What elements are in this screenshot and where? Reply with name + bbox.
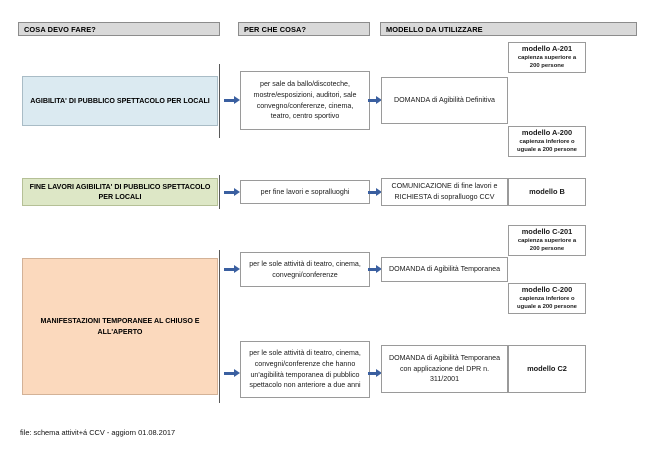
category-label: MANIFESTAZIONI TEMPORANEE AL CHIUSO E AL… (40, 317, 200, 336)
divider-row-3 (219, 250, 220, 403)
column-header-label: PER CHE COSA? (244, 24, 307, 34)
column-header-label: COSA DEVO FARE? (24, 24, 96, 34)
model-title: modello B (529, 187, 565, 197)
model-title: modello A-201 (521, 43, 573, 53)
column-header-modello-da-utilizzare: MODELLO DA UTILIZZARE (380, 22, 637, 36)
model-title: modello C-200 (521, 284, 573, 294)
model-box-b[interactable]: modello B (508, 178, 586, 206)
reason-box-row-3-branch-a[interactable]: per le sole attività di teatro, cinema, … (240, 252, 370, 287)
model-subtitle: capienza superiore a 200 persone (517, 55, 577, 70)
arrow-row2-category-to-reason (224, 188, 240, 197)
procedure-label: COMUNICAZIONE di fine lavori e RICHIESTA… (391, 182, 498, 201)
model-title: modello C2 (527, 364, 567, 374)
arrow-row3-branch-a-reason-to-procedure (368, 265, 382, 274)
model-subtitle: capienza inferiore o uguale a 200 person… (517, 296, 577, 311)
arrow-row2-reason-to-procedure (368, 188, 382, 197)
column-header-cosa-devo-fare: COSA DEVO FARE? (18, 22, 220, 36)
model-box-c2[interactable]: modello C2 (508, 345, 586, 393)
category-box-manifestazioni-temporanee[interactable]: MANIFESTAZIONI TEMPORANEE AL CHIUSO E AL… (22, 258, 218, 395)
footer-note: file: schema attivit+á CCV - aggiorn 01.… (20, 428, 176, 437)
column-header-label: MODELLO DA UTILIZZARE (386, 24, 483, 34)
procedure-label: DOMANDA di Agibilità Definitiva (394, 96, 495, 104)
reason-label: per fine lavori e sopralluoghi (260, 187, 350, 196)
divider-row-1 (219, 64, 220, 138)
category-box-agibilita-pubblico-spettacolo-locali[interactable]: AGIBILITA' DI PUBBLICO SPETTACOLO PER LO… (22, 76, 218, 126)
reason-box-row-3-branch-b[interactable]: per le sole attività di teatro, cinema, … (240, 341, 370, 398)
reason-box-row-1[interactable]: per sale da ballo/discoteche, mostre/esp… (240, 71, 370, 130)
reason-label: per sale da ballo/discoteche, mostre/esp… (253, 79, 357, 121)
model-box-a-200[interactable]: modello A-200 capienza inferiore o ugual… (508, 126, 586, 157)
category-box-fine-lavori-agibilita[interactable]: FINE LAVORI AGIBILITA' DI PUBBLICO SPETT… (22, 178, 218, 206)
arrow-row3-branch-a-category-to-reason (224, 265, 240, 274)
model-subtitle: capienza inferiore o uguale a 200 person… (517, 139, 577, 154)
arrow-row1-reason-to-procedure (368, 96, 382, 105)
model-box-c-201[interactable]: modello C-201 capienza superiore a 200 p… (508, 225, 586, 256)
procedure-label: DOMANDA di Agibilità Temporanea (388, 265, 501, 273)
model-subtitle: capienza superiore a 200 persone (517, 238, 577, 253)
reason-box-row-2[interactable]: per fine lavori e sopralluoghi (240, 180, 370, 204)
column-header-per-che-cosa: PER CHE COSA? (238, 22, 370, 36)
procedure-box-row-3-branch-a[interactable]: DOMANDA di Agibilità Temporanea (381, 257, 508, 282)
procedure-box-row-3-branch-b[interactable]: DOMANDA di Agibilità Temporanea con appl… (381, 345, 508, 393)
procedure-box-row-1[interactable]: DOMANDA di Agibilità Definitiva (381, 77, 508, 124)
arrow-row1-category-to-reason (224, 96, 240, 105)
divider-row-2 (219, 175, 220, 209)
category-label: AGIBILITA' DI PUBBLICO SPETTACOLO PER LO… (30, 96, 210, 105)
arrow-row3-branch-b-reason-to-procedure (368, 369, 382, 378)
model-title: modello C-201 (521, 226, 573, 236)
arrow-row3-branch-b-category-to-reason (224, 369, 240, 378)
model-box-a-201[interactable]: modello A-201 capienza superiore a 200 p… (508, 42, 586, 73)
reason-label: per le sole attività di teatro, cinema, … (249, 348, 361, 390)
category-label: FINE LAVORI AGIBILITA' DI PUBBLICO SPETT… (29, 182, 211, 201)
model-box-c-200[interactable]: modello C-200 capienza inferiore o ugual… (508, 283, 586, 314)
model-title: modello A-200 (521, 127, 573, 137)
procedure-box-row-2[interactable]: COMUNICAZIONE di fine lavori e RICHIESTA… (381, 178, 508, 206)
reason-label: per le sole attività di teatro, cinema, … (249, 259, 361, 279)
procedure-label: DOMANDA di Agibilità Temporanea con appl… (388, 353, 501, 384)
